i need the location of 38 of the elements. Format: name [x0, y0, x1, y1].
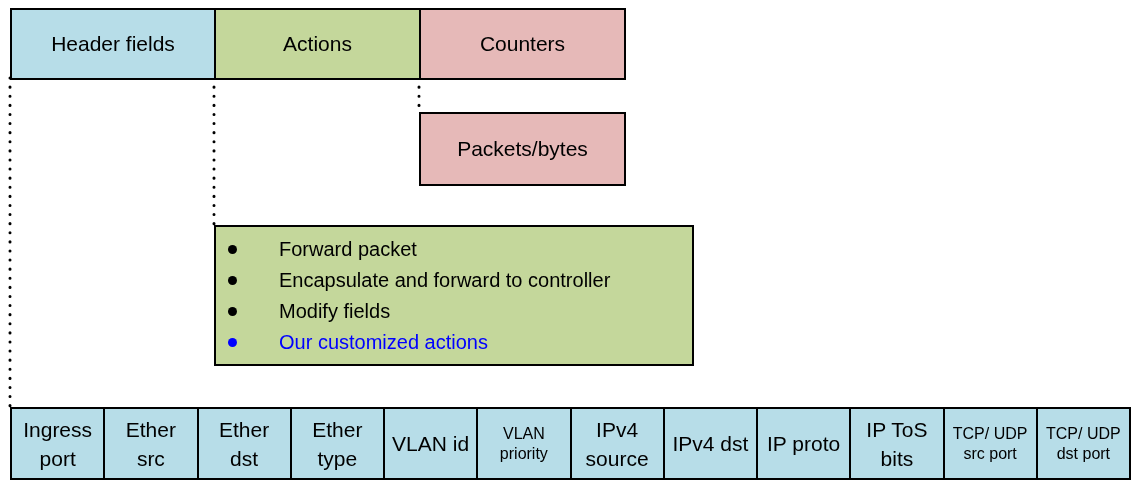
field-label: Ingress port [22, 416, 94, 472]
actions-list-box [214, 225, 694, 366]
field-label: IP proto [767, 431, 841, 457]
field-box [419, 8, 626, 80]
field-box [1035, 407, 1131, 480]
field-box [383, 407, 479, 480]
field-label: VLAN id [392, 431, 470, 457]
field-label: IPv4 dst [672, 431, 749, 457]
field-box [10, 407, 106, 480]
field-box [476, 407, 572, 480]
dotted-line [8, 76, 12, 409]
field-label: TCP/ UDP src port [951, 423, 1029, 464]
field-label: Ether type [311, 416, 364, 472]
list-item-text: Our customized actions [279, 329, 488, 355]
field-box [289, 407, 385, 480]
field-box [849, 407, 945, 480]
field-box [103, 407, 199, 480]
list-item-text: Modify fields [279, 298, 391, 324]
field-label: Header fields [51, 31, 175, 57]
field-label: Ether dst [218, 416, 271, 472]
field-label: TCP/ UDP dst port [1045, 423, 1122, 464]
field-box [662, 407, 758, 480]
field-label: Ether src [124, 416, 177, 472]
field-label: IPv4 source [584, 416, 650, 472]
field-label: Actions [283, 31, 352, 57]
field-box [10, 8, 216, 80]
field-box [214, 8, 421, 80]
field-label: Packets/bytes [457, 136, 588, 162]
field-box [569, 407, 665, 480]
field-label: VLAN priority [498, 423, 549, 464]
field-label: Counters [479, 31, 566, 57]
field-box [756, 407, 852, 480]
field-box [196, 407, 292, 480]
list-item-text: Encapsulate and forward to controller [279, 267, 611, 293]
field-box [942, 407, 1038, 480]
list-item-text: Forward packet [279, 236, 417, 262]
field-label: IP ToS bits [865, 416, 929, 472]
field-box [419, 112, 626, 186]
